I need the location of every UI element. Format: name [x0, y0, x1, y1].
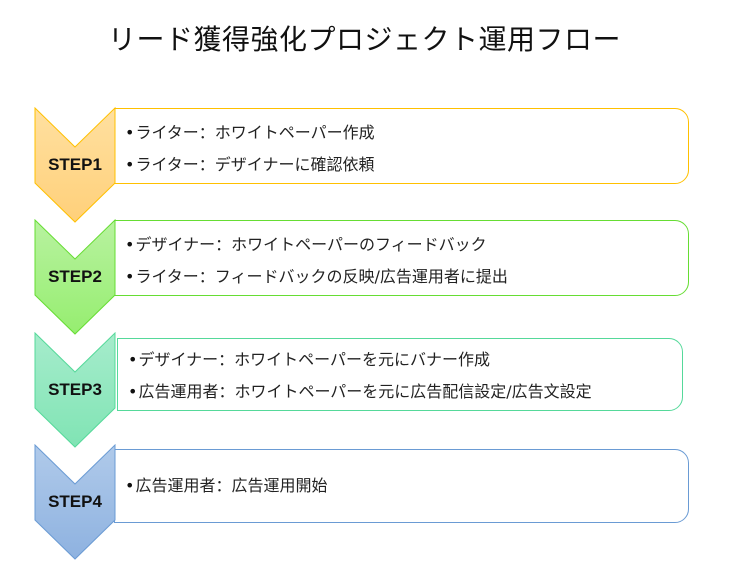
step1-item: ライター：ホワイトペーパー作成 — [125, 117, 688, 149]
page-title: リード獲得強化プロジェクト運用フロー — [107, 23, 621, 56]
step1-box: ライター：ホワイトペーパー作成 ライター：デザイナーに確認依頼 — [114, 108, 689, 184]
step2-chevron: STEP2 — [34, 219, 116, 335]
step2-label: STEP2 — [48, 267, 102, 286]
step1-item: ライター：デザイナーに確認依頼 — [125, 149, 688, 181]
step2-box: デザイナー：ホワイトペーパーのフィードバック ライター：フィードバックの反映/広… — [114, 220, 689, 296]
step4-label: STEP4 — [48, 492, 102, 511]
step4-item: 広告運用者：広告運用開始 — [125, 470, 688, 502]
step3-item: デザイナー：ホワイトペーパーを元にバナー作成 — [128, 344, 682, 376]
step2-item: デザイナー：ホワイトペーパーのフィードバック — [125, 229, 688, 261]
step1-chevron: STEP1 — [34, 107, 116, 223]
step1-label: STEP1 — [48, 155, 102, 174]
step4-box: 広告運用者：広告運用開始 — [114, 449, 689, 523]
step4-chevron: STEP4 — [34, 444, 116, 560]
step3-box: デザイナー：ホワイトペーパーを元にバナー作成 広告運用者：ホワイトペーパーを元に… — [117, 338, 683, 411]
step3-item: 広告運用者：ホワイトペーパーを元に広告配信設定/広告文設定 — [128, 376, 682, 408]
step3-label: STEP3 — [48, 380, 102, 399]
step2-item: ライター：フィードバックの反映/広告運用者に提出 — [125, 261, 688, 293]
step3-chevron: STEP3 — [34, 332, 116, 448]
